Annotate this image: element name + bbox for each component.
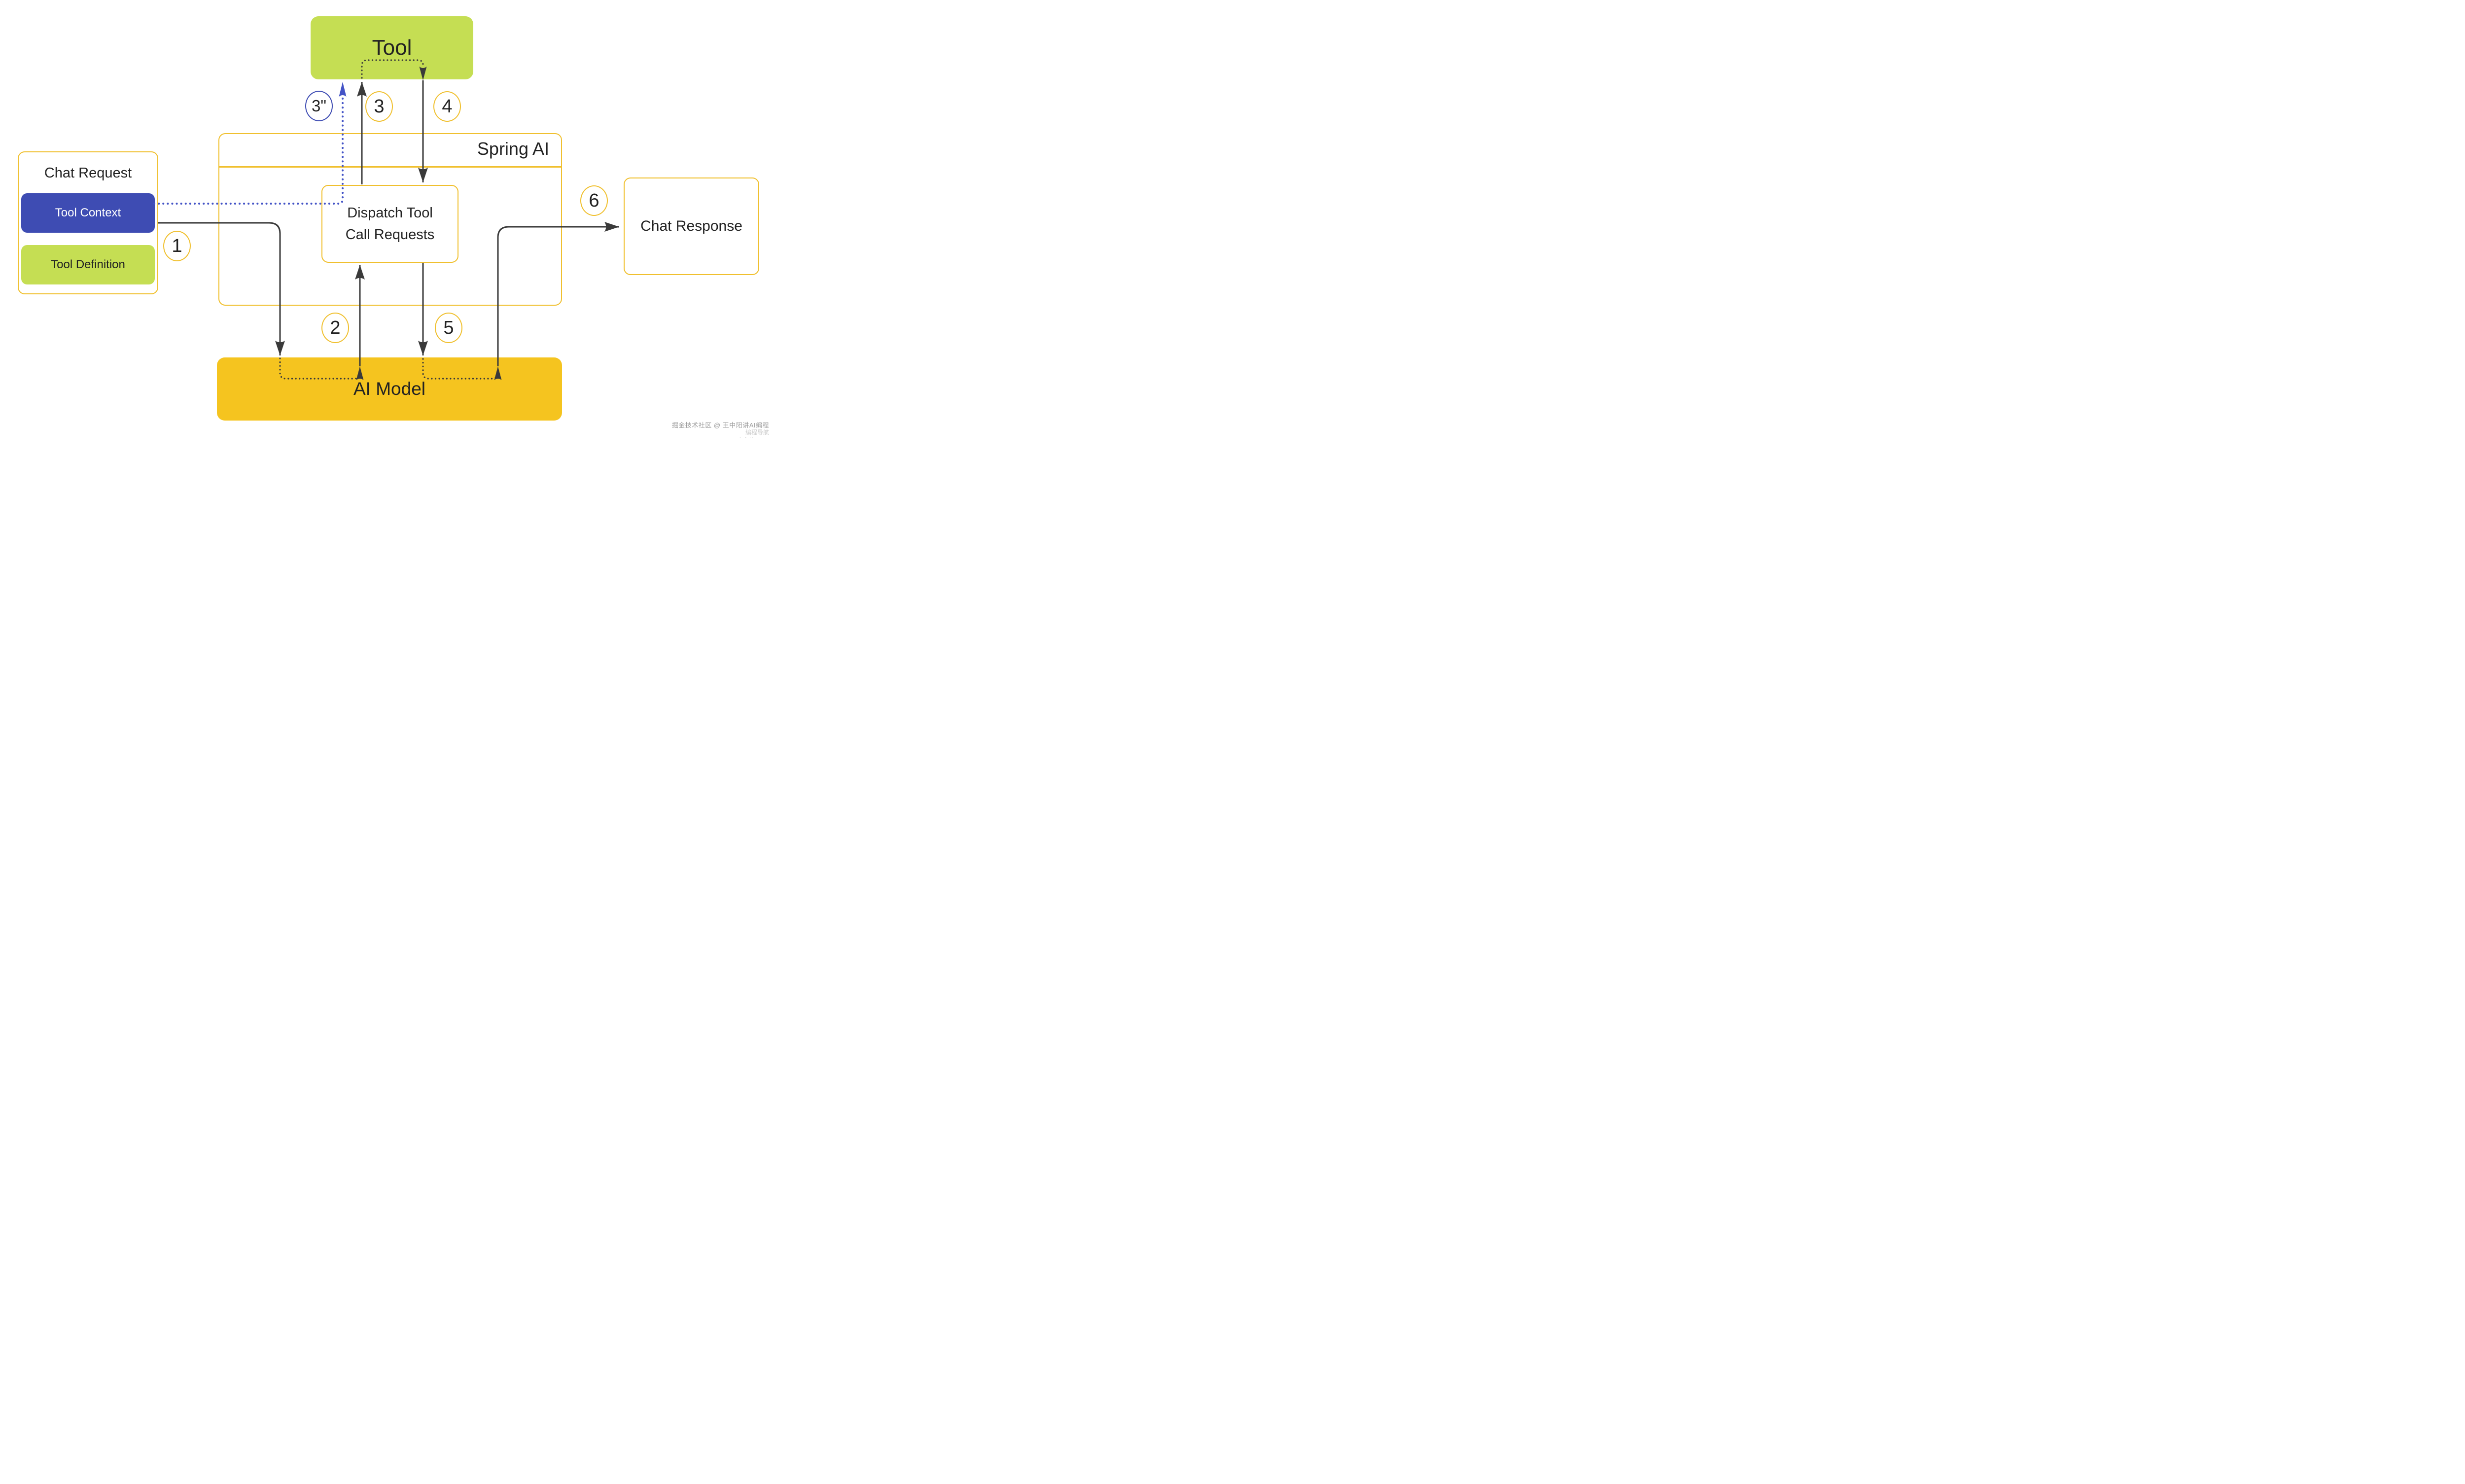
tool-definition-label: Tool Definition <box>51 258 125 271</box>
tool-context-label: Tool Context <box>55 206 121 219</box>
step-badge-2-label: 2 <box>330 317 341 338</box>
step-badge-3-prime-label: 3" <box>311 97 327 115</box>
chat-request-title: Chat Request <box>44 165 132 181</box>
tool-context-chip: Tool Context <box>21 193 155 233</box>
ai-model-box: AI Model <box>217 357 562 421</box>
spring-ai-label: Spring AI <box>477 139 549 159</box>
watermark-brand-line: 编程导航 <box>745 429 769 436</box>
ai-model-label: AI Model <box>353 379 425 399</box>
dispatch-label-line2: Call Requests <box>345 227 435 243</box>
tool-box-label: Tool <box>372 35 412 60</box>
tool-definition-chip: Tool Definition <box>21 245 155 284</box>
dispatch-box: Dispatch Tool Call Requests <box>321 185 458 263</box>
step-badge-6-label: 6 <box>589 190 599 211</box>
diagram-canvas: Spring AI Tool Chat Request Tool Context… <box>0 0 773 438</box>
step-badge-6: 6 <box>580 185 608 216</box>
tool-box: Tool <box>311 16 473 79</box>
step-badge-1: 1 <box>163 231 191 261</box>
step-badge-4: 4 <box>433 91 461 122</box>
watermark: 掘金技术社区 @ 王中阳讲AI编程 编程导航 codefather.cn <box>672 422 769 438</box>
step-badge-4-label: 4 <box>442 96 453 117</box>
chat-request-box: Chat Request Tool Context Tool Definitio… <box>18 151 158 294</box>
watermark-community-line: 掘金技术社区 @ 王中阳讲AI编程 <box>671 422 769 429</box>
arrowhead-up-blue-tool-context <box>339 82 347 97</box>
chat-response-box: Chat Response <box>624 177 759 275</box>
spring-ai-header-divider <box>218 166 562 168</box>
step-badge-3: 3 <box>365 91 393 122</box>
step-badge-3-label: 3 <box>374 96 385 117</box>
step-badge-3-prime: 3" <box>305 91 333 121</box>
watermark-site-line: codefather.cn <box>672 436 769 438</box>
step-badge-1-label: 1 <box>172 235 182 256</box>
chat-response-label: Chat Response <box>640 218 742 234</box>
dispatch-label-line1: Dispatch Tool <box>347 205 433 221</box>
step-badge-2: 2 <box>321 313 349 343</box>
step-badge-5-label: 5 <box>443 317 454 338</box>
spring-ai-container: Spring AI <box>218 133 562 306</box>
step-badge-5: 5 <box>435 313 462 343</box>
